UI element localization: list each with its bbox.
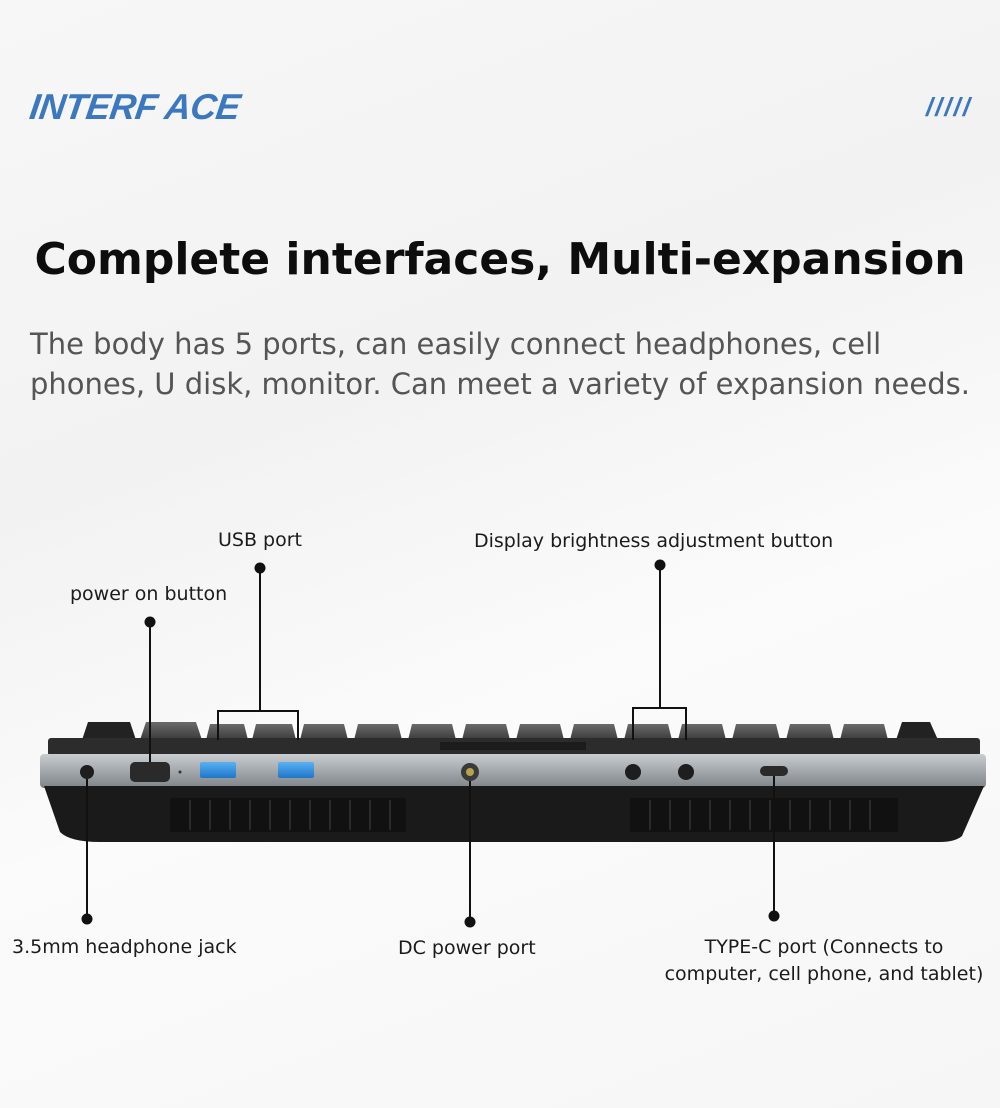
dc-port-label: DC power port	[398, 937, 536, 959]
type-c-port	[760, 766, 788, 776]
usb-port-1	[200, 762, 236, 778]
usb-port-label: USB port	[218, 529, 302, 551]
brightness-button-label: Display brightness adjustment button	[474, 530, 834, 552]
type-c-label-line-2: computer, cell phone, and tablet)	[664, 963, 984, 985]
description-line-1: The body has 5 ports, can easily connect…	[30, 327, 882, 361]
headline: Complete interfaces, Multi-expansion	[34, 234, 966, 285]
power-button	[130, 762, 170, 782]
brightness-button-2	[678, 764, 694, 780]
type-c-port-label: TYPE-C port (Connects to computer, cell …	[652, 934, 996, 988]
port-band	[40, 754, 986, 788]
brand-slash-mark: /////	[925, 92, 972, 122]
headphone-jack-label: 3.5mm headphone jack	[12, 936, 237, 958]
power-button-label: power on button	[70, 583, 228, 605]
type-c-label-line-1: TYPE-C port (Connects to	[704, 936, 944, 958]
keycaps-row	[82, 722, 938, 740]
callout-dots	[81, 559, 780, 928]
usb-port-2	[278, 762, 314, 778]
brightness-button-1	[625, 764, 641, 780]
headphone-jack-port	[80, 765, 94, 779]
callout-lines	[86, 565, 775, 922]
description: The body has 5 ports, can easily connect…	[30, 324, 990, 404]
description-line-2: phones, U disk, monitor. Can meet a vari…	[30, 367, 970, 401]
